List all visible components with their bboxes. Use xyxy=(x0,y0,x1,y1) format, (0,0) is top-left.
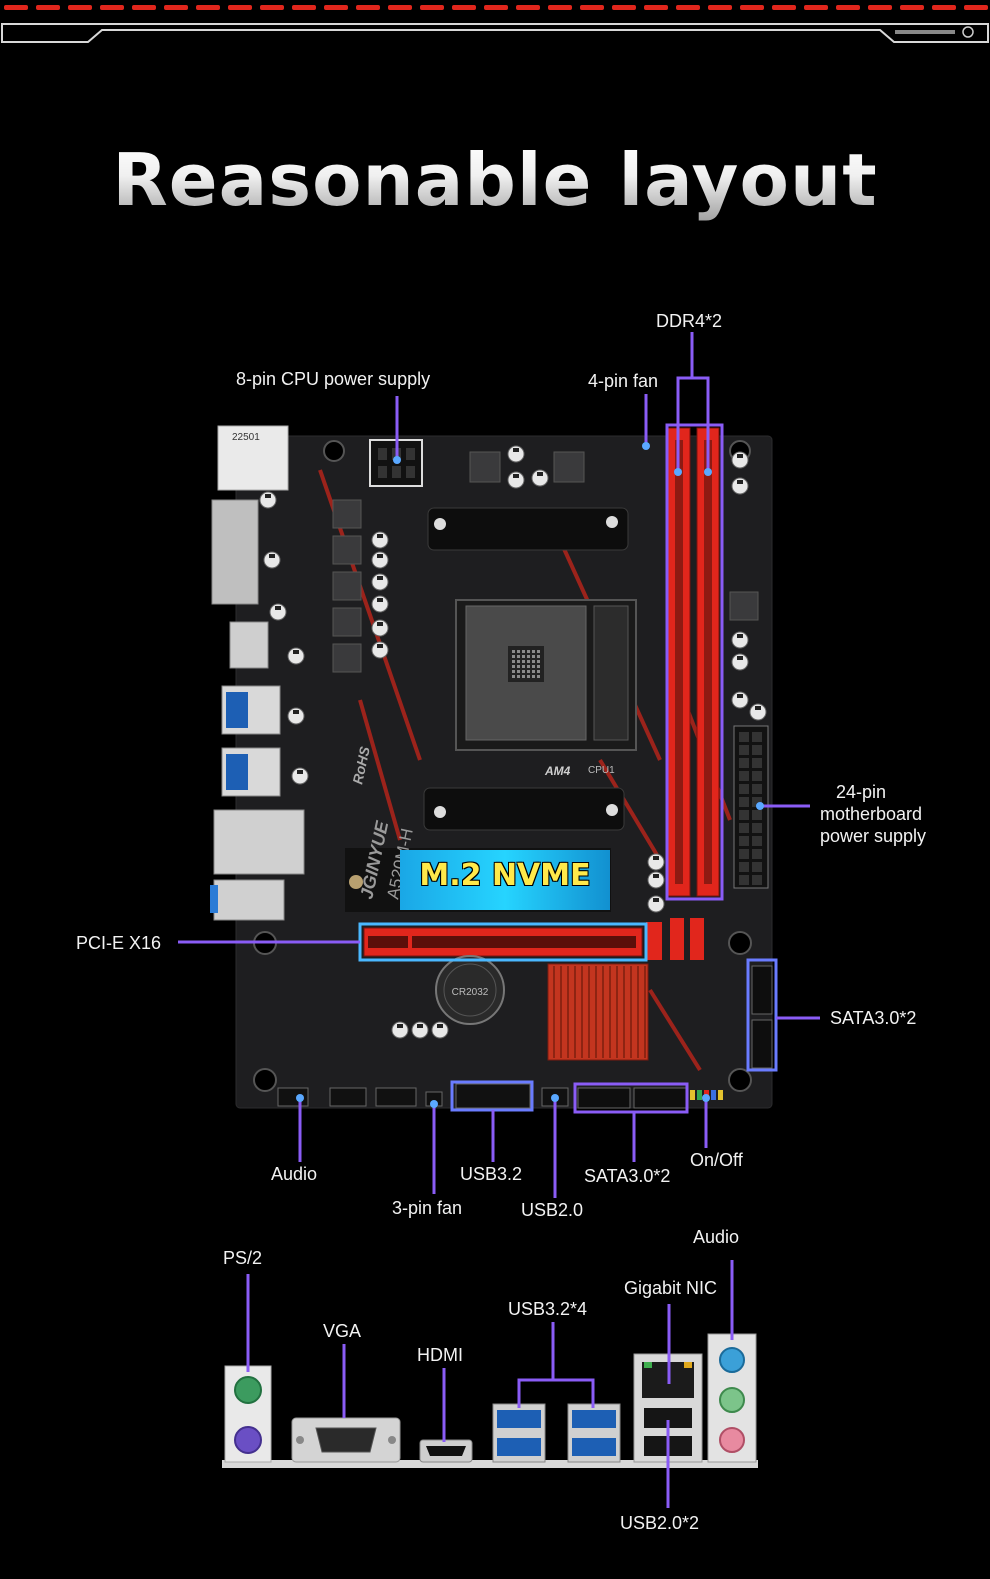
label-atx24-line2: motherboard xyxy=(820,804,923,824)
board-hdmi-port xyxy=(229,621,269,669)
board-audio-stack xyxy=(213,879,285,921)
socket-mark: AM4 xyxy=(544,764,571,778)
cpu-bracket-bottom xyxy=(423,787,625,831)
board-vga-port xyxy=(211,499,259,605)
label-fan4: 4-pin fan xyxy=(588,371,659,391)
audio-mic-icon xyxy=(719,1427,745,1453)
sata-right-highlight xyxy=(746,958,778,1072)
sata-bottom-1 xyxy=(577,1087,631,1109)
label-audio-header: Audio xyxy=(271,1164,318,1184)
m2-nvme-label: M.2 NVME xyxy=(419,858,591,893)
label-atx24-line3: power supply xyxy=(820,826,927,846)
label-io-ps2: PS/2 xyxy=(223,1248,263,1268)
page-title: Reasonable layout xyxy=(0,138,990,222)
label-io-audio: Audio xyxy=(693,1227,740,1247)
capacitors xyxy=(259,445,767,1039)
io-usb20-port-1 xyxy=(644,1408,692,1428)
label-io-vga: VGA xyxy=(323,1321,362,1341)
label-usb20-header: USB2.0 xyxy=(521,1200,584,1220)
label-sata-bottom: SATA3.0*2 xyxy=(584,1166,671,1186)
label-atx24: 24-pin motherboard power supply xyxy=(820,781,950,847)
label-cpu-power: 8-pin CPU power supply xyxy=(236,369,431,389)
label-pcie: PCI-E X16 xyxy=(76,933,162,953)
io-usb32-ports xyxy=(492,1403,621,1463)
audio-line-in-icon xyxy=(719,1347,745,1373)
sticker-code: 22501 xyxy=(232,432,260,443)
board-ps2-port xyxy=(217,425,289,491)
rohs-mark: RoHS xyxy=(349,744,373,785)
usb32-header xyxy=(455,1083,531,1109)
label-usb32-header: USB3.2 xyxy=(460,1164,523,1184)
label-onoff: On/Off xyxy=(690,1150,743,1170)
ps2-mouse-icon xyxy=(234,1376,262,1404)
label-io-nic: Gigabit NIC xyxy=(624,1278,718,1298)
ps2-keyboard-icon xyxy=(234,1426,262,1454)
sata-right-1 xyxy=(751,965,773,1015)
top-decorative-bar xyxy=(1,5,989,43)
label-sata-right: SATA3.0*2 xyxy=(830,1008,917,1028)
label-ddr4: DDR4*2 xyxy=(656,311,723,331)
sata-bottom-2 xyxy=(633,1087,687,1109)
battery-mark: CR2032 xyxy=(452,987,489,998)
board-lan-usb-stack xyxy=(213,809,305,875)
sata-bottom-highlight xyxy=(573,1082,689,1114)
cpu-mark: CPU1 xyxy=(588,765,615,776)
label-io-usb20x2: USB2.0*2 xyxy=(620,1513,700,1533)
audio-line-out-icon xyxy=(719,1387,745,1413)
label-fan3: 3-pin fan xyxy=(392,1198,463,1218)
cmos-battery xyxy=(435,955,505,1025)
cpu-bracket-top xyxy=(427,507,629,551)
sata-right-2 xyxy=(751,1019,773,1069)
m2-nvme-banner xyxy=(400,850,610,910)
label-io-usb32x4: USB3.2*4 xyxy=(508,1299,588,1319)
chipset-heatsink xyxy=(547,963,649,1061)
label-io-hdmi: HDMI xyxy=(417,1345,463,1365)
ddr4-highlight xyxy=(665,423,724,901)
label-atx24-line1: 24-pin xyxy=(836,782,887,802)
io-shield-base xyxy=(222,1460,758,1468)
chokes xyxy=(332,451,759,673)
